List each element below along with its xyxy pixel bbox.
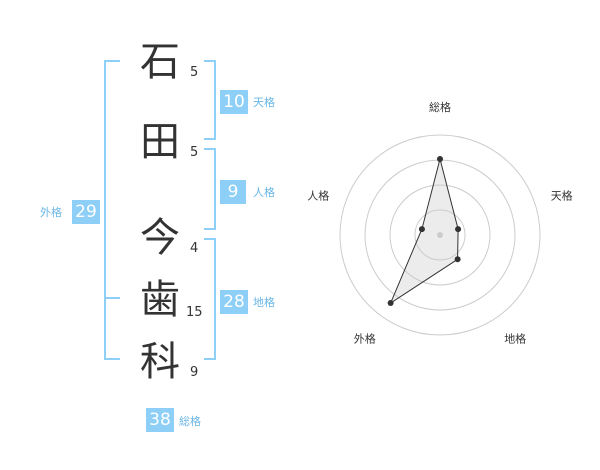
soukaku-label: 総格 — [179, 415, 201, 428]
chikaku-label: 地格 — [253, 296, 275, 309]
radar-axis-label-3: 地格 — [504, 332, 526, 346]
bracket-jinkaku — [204, 148, 216, 230]
name-char-1: 石 — [140, 39, 180, 85]
name-char-3: 今 — [140, 215, 180, 261]
bracket-gaikaku — [104, 60, 120, 360]
stroke-count-1: 5 — [190, 65, 199, 80]
gaikaku-label: 外格 — [40, 206, 62, 219]
radar-point-5 — [418, 226, 425, 233]
radar-axis-label-1: 総格 — [429, 100, 451, 114]
radar-ring-2 — [389, 184, 491, 286]
radar-point-4 — [387, 299, 394, 306]
stroke-count-2: 5 — [190, 145, 199, 160]
radar-point-3 — [454, 256, 461, 263]
radar-point-1 — [437, 156, 443, 162]
radar-axis-label-4: 外格 — [354, 332, 376, 346]
jinkaku-label: 人格 — [253, 186, 275, 199]
radar-point-2 — [455, 226, 462, 233]
bracket-tenkaku — [204, 60, 216, 140]
radar-shape — [387, 156, 462, 306]
name-char-2: 田 — [140, 119, 180, 165]
jinkaku-badge: 9 — [220, 180, 246, 204]
stroke-count-3: 4 — [190, 241, 199, 256]
tenkaku-badge: 10 — [220, 90, 248, 114]
gaikaku-badge: 29 — [72, 200, 100, 224]
stroke-count-5: 9 — [190, 365, 199, 380]
radar-polygon — [389, 157, 459, 305]
tenkaku-label: 天格 — [253, 96, 275, 109]
chikaku-badge: 28 — [220, 290, 248, 314]
soukaku-badge: 38 — [146, 408, 174, 432]
radar-center — [437, 232, 443, 238]
radar-ring-1 — [414, 209, 466, 261]
name-char-4: 歯 — [140, 277, 180, 323]
radar-axis-label-5: 人格 — [307, 188, 329, 202]
radar-ring-4 — [339, 134, 541, 336]
stroke-count-4: 15 — [186, 305, 203, 320]
name-char-5: 科 — [140, 339, 180, 385]
bracket-chikaku — [204, 238, 216, 360]
bracket-gaikaku-divider — [104, 297, 120, 299]
radar-axis-label-2: 天格 — [551, 188, 573, 202]
